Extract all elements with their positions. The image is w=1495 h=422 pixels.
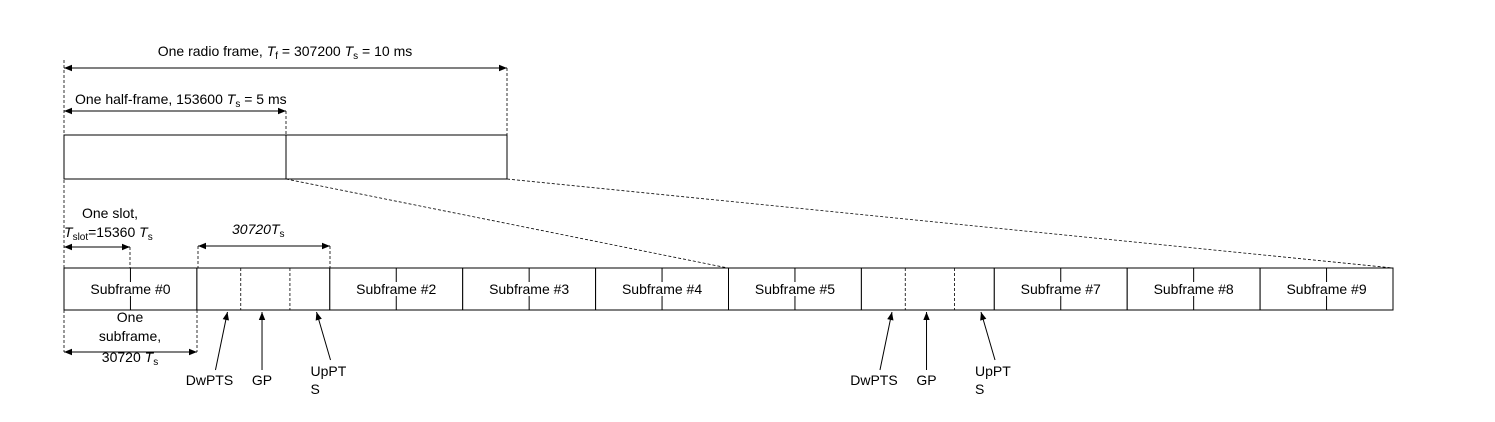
special-subframe bbox=[860, 267, 995, 311]
subframe-label: Subframe #9 bbox=[1286, 281, 1366, 297]
dwpts-pointer bbox=[214, 311, 229, 371]
gp-label: GP bbox=[916, 372, 936, 388]
half-frame-box-1 bbox=[63, 134, 287, 180]
subframe-label-line3: 30720 Ts bbox=[102, 349, 158, 368]
dwpts-label: DwPTS bbox=[850, 372, 897, 388]
subframe-row: Subframe #0 Subframe #2 Subframe #3 Subfram… bbox=[63, 267, 1394, 311]
special-pointer-group-0: DwPTS GP UpPT S bbox=[186, 311, 347, 397]
subframe-label: Subframe #4 bbox=[622, 281, 702, 297]
uppts-pointer bbox=[315, 311, 331, 361]
uppts-label-line1: UpPT bbox=[975, 363, 1011, 379]
half-frame-box-2 bbox=[285, 134, 508, 180]
radio-frame-label: One radio frame, Tf = 307200 Ts = 10 ms bbox=[158, 43, 413, 62]
dwpts-pointer bbox=[879, 311, 894, 371]
uppts-label-line1: UpPT bbox=[311, 363, 347, 379]
special-pointer-group-1: DwPTS GP UpPT S bbox=[850, 311, 1011, 397]
special-subframe bbox=[196, 267, 331, 311]
slot-label-line1: One slot, bbox=[82, 205, 138, 221]
gp-label: GP bbox=[252, 372, 272, 388]
subframe-label-line1: One bbox=[117, 309, 144, 325]
special-field-pointers: DwPTS GP UpPT S DwPTS GP UpPT S bbox=[186, 311, 1011, 397]
subframe-label: Subframe #8 bbox=[1154, 281, 1234, 297]
uppts-label-line2: S bbox=[975, 381, 984, 397]
special-duration-label: 30720Ts bbox=[232, 221, 285, 240]
zoom-line-1 bbox=[285, 178, 729, 269]
subframe-label: Subframe #3 bbox=[489, 281, 569, 297]
slot-label-line2: Tslot=15360 Ts bbox=[64, 224, 153, 243]
uppts-label-line2: S bbox=[311, 381, 320, 397]
dwpts-label: DwPTS bbox=[186, 372, 233, 388]
subframe-label: Subframe #0 bbox=[90, 281, 170, 297]
uppts-pointer bbox=[980, 311, 996, 361]
half-frame-label: One half-frame, 153600 Ts = 5 ms bbox=[75, 91, 287, 110]
subframe-label: Subframe #7 bbox=[1021, 281, 1101, 297]
subframe-label: Subframe #2 bbox=[356, 281, 436, 297]
subframe-label-line2: subframe, bbox=[99, 328, 161, 344]
zoom-line-2 bbox=[506, 178, 1394, 269]
subframe-label: Subframe #5 bbox=[755, 281, 835, 297]
